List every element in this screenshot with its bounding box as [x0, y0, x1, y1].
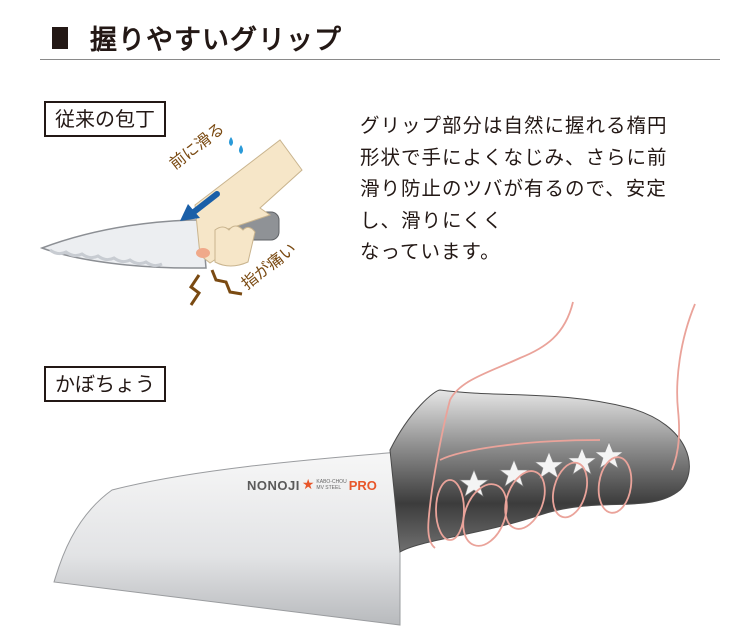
star-icon: ★ — [301, 477, 315, 493]
brand-name: NONOJI — [247, 477, 300, 493]
description-line: なっています。 — [360, 240, 501, 263]
brand-logo: NONOJI ★ KABO-CHOU MV STEEL PRO — [247, 477, 377, 493]
heading-divider — [40, 59, 720, 60]
heading-title: 握りやすいグリップ — [90, 25, 342, 56]
brand-subtext-line: MV STEEL — [316, 485, 342, 491]
section-heading: 握りやすいグリップ — [52, 18, 342, 57]
brand-subtext: KABO-CHOU MV STEEL — [316, 479, 348, 491]
kabocho-knife-illustration — [53, 301, 696, 626]
grip-description: グリップ部分は自然に握れる楕円 形状で手によくなじみ、さらに前 滑り防止のツバが… — [360, 110, 730, 268]
brand-subtext-line: KABO-CHOU — [316, 479, 347, 485]
kabocho-label: かぼちょう — [44, 366, 166, 402]
brand-suffix: PRO — [348, 477, 377, 493]
description-line: 滑り防止のツバが有るので、安定 — [360, 177, 667, 200]
description-line: し、滑りにくく — [360, 208, 504, 232]
description-line: グリップ部分は自然に握れる楕円 — [360, 114, 668, 137]
heading-square-icon — [52, 26, 68, 49]
description-line: 形状で手によくなじみ、さらに前 — [360, 145, 668, 169]
traditional-knife-label: 従来の包丁 — [44, 101, 166, 137]
traditional-knife-illustration — [39, 137, 303, 306]
